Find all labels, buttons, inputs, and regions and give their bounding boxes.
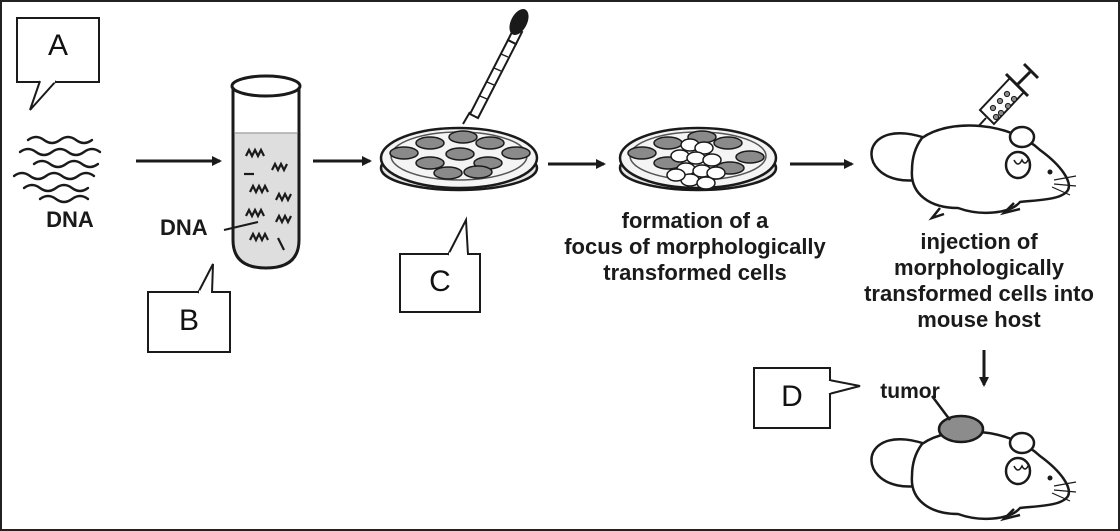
focus-caption-line-1: formation of a: [621, 208, 769, 233]
injection-caption: injection of morphologically transformed…: [854, 229, 1104, 333]
tumor-mass: [937, 414, 985, 444]
injection-caption-line-3: transformed cells into: [864, 280, 1094, 306]
dna-strands: [12, 135, 102, 204]
callout-a: A: [47, 29, 68, 62]
culture-dish-with-colonies: [379, 126, 539, 192]
focus-caption-line-2: focus of morphologically: [564, 233, 826, 259]
callout-b: B: [178, 304, 199, 337]
culture-dish-with-focus: [618, 126, 778, 192]
injection-caption-line-4: mouse host: [917, 306, 1041, 332]
tube-dna-fragments: [244, 147, 292, 251]
syringe: [974, 62, 1040, 131]
tumor-pointer: [931, 395, 951, 421]
mouse-host: [870, 124, 1077, 221]
dna-label: DNA: [46, 207, 94, 232]
focus-caption-line-3: transformed cells: [603, 259, 787, 285]
tumor-label: tumor: [880, 380, 940, 403]
callout-b-shape: [147, 263, 231, 353]
tube-dna-label: DNA: [160, 215, 208, 240]
callout-d: D: [781, 380, 803, 413]
pipette: [462, 9, 529, 125]
injection-caption-line-2: morphologically: [894, 254, 1064, 280]
mouse-with-tumor: [870, 430, 1077, 522]
callout-a-shape: [16, 17, 100, 111]
injection-caption-line-1: injection of: [920, 229, 1038, 254]
tube-dna-pointer: [223, 221, 259, 231]
test-tube: [230, 74, 302, 270]
callout-d-shape: [753, 367, 861, 429]
callout-c-shape: [399, 216, 481, 313]
focus-caption: formation of a focus of morphologically …: [540, 208, 850, 286]
callout-c: C: [429, 265, 451, 298]
